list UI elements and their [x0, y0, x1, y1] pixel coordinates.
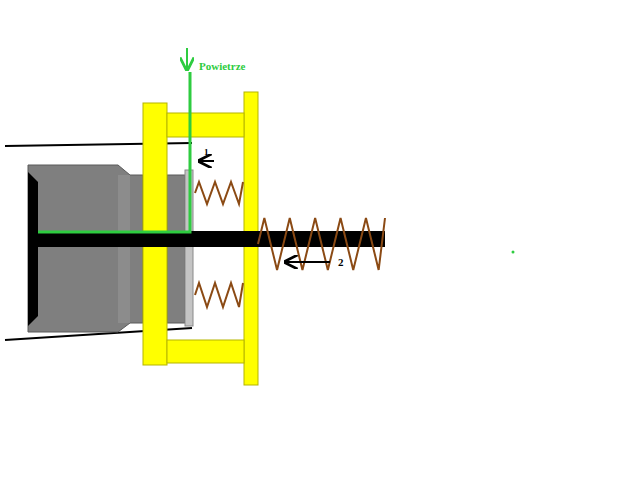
callout-number: 1 — [204, 148, 209, 157]
guide-bolt — [167, 113, 244, 137]
air-channel — [38, 72, 190, 232]
stray-dot — [512, 251, 515, 254]
guide-bolt — [167, 340, 244, 363]
callout-number: 2 — [338, 257, 344, 268]
coil-spring — [258, 218, 385, 270]
springs — [195, 182, 385, 307]
air-arrow — [186, 48, 188, 70]
motion-arrow — [199, 160, 214, 162]
motion-arrow — [285, 261, 330, 263]
air-label: Powietrze — [199, 61, 245, 72]
cylinder-step — [118, 175, 130, 323]
cylinder-end — [28, 172, 38, 326]
coil-spring — [195, 283, 243, 307]
coil-spring — [195, 182, 243, 204]
